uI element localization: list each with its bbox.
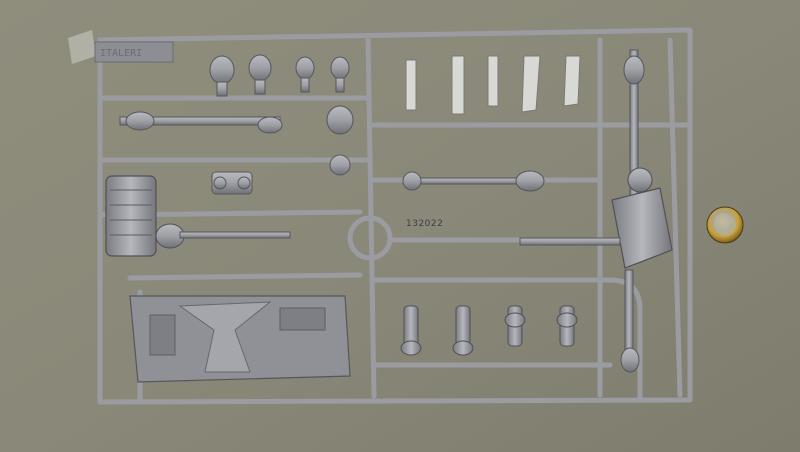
driveshaft-upper [119,111,283,134]
brand-stamp-text: ITALERI [100,48,142,59]
driveshaft-middle [402,170,545,192]
knob-parts [209,54,350,97]
coin [706,206,744,244]
tape-scrap [68,30,96,64]
brand-plate: ITALERI [94,41,174,63]
shock-absorbers [400,305,578,356]
part-number-text: 132022 [406,219,443,229]
chassis-plate [129,295,351,383]
engine-part [105,175,291,257]
differential-part [519,49,673,373]
clear-parts [405,55,581,115]
cv-joint-part [326,105,354,176]
carburetor-part [211,171,253,195]
